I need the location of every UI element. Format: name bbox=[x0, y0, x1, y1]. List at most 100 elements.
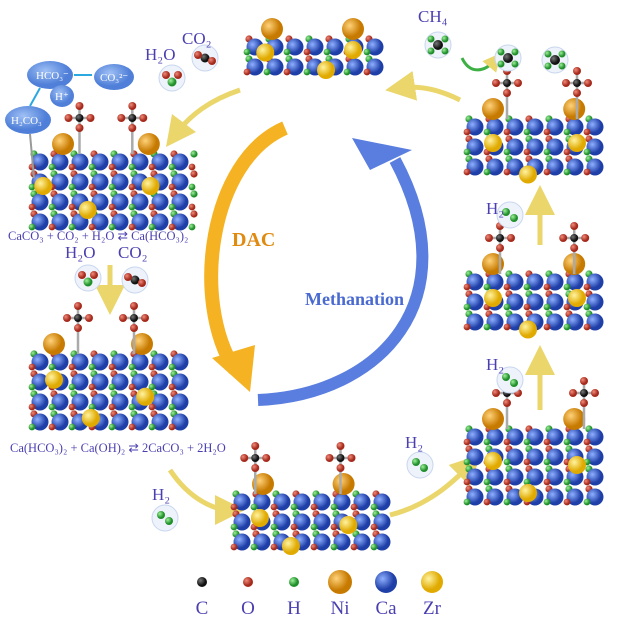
catalyst-slab-methanation-1 bbox=[463, 377, 604, 506]
surface-atom bbox=[28, 423, 36, 431]
calcium-atom bbox=[526, 448, 544, 466]
surface-atom bbox=[583, 168, 591, 176]
nickel-atom bbox=[137, 133, 160, 155]
calcium-atom bbox=[366, 58, 384, 76]
oxygen-atom bbox=[208, 57, 216, 65]
surface-atom bbox=[310, 523, 318, 531]
nickel-atom bbox=[252, 473, 274, 495]
oxygen-atom bbox=[581, 234, 590, 242]
calcium-atom bbox=[486, 158, 504, 176]
nickel-atom bbox=[342, 18, 364, 40]
calcium-atom bbox=[566, 313, 584, 331]
surface-atom bbox=[128, 183, 136, 191]
surface-atom bbox=[463, 323, 471, 331]
surface-atom bbox=[48, 423, 56, 431]
calcium-atom bbox=[546, 158, 564, 176]
surface-atom bbox=[148, 223, 156, 231]
surface-atom bbox=[350, 503, 358, 511]
calcium-atom bbox=[71, 393, 89, 411]
surface-atom bbox=[463, 168, 471, 176]
surface-atom bbox=[88, 183, 96, 191]
calcium-atom bbox=[333, 493, 351, 511]
calcium-atom bbox=[131, 373, 149, 391]
surface-atom bbox=[168, 383, 176, 391]
ch4-label: CH₄ bbox=[418, 7, 448, 26]
surface-atom bbox=[88, 223, 96, 231]
nickel-atom bbox=[131, 333, 153, 355]
carbon-atom bbox=[570, 234, 579, 242]
calcium-atom bbox=[286, 38, 304, 56]
dac-label: DAC bbox=[232, 229, 275, 251]
calcium-atom bbox=[466, 448, 484, 466]
surface-atom bbox=[108, 223, 116, 231]
legend-label: C bbox=[196, 598, 209, 619]
oxygen-atom bbox=[580, 399, 588, 407]
zirconium-atom bbox=[78, 201, 97, 219]
hydrogen-atom bbox=[412, 458, 420, 466]
surface-atom bbox=[88, 163, 96, 171]
bubble bbox=[496, 366, 524, 394]
bubble-co3: CO₃²⁻ bbox=[94, 64, 134, 90]
calcium-atom bbox=[71, 373, 89, 391]
calcium-atom bbox=[31, 373, 49, 391]
surface-atom bbox=[543, 458, 551, 466]
nickel-atom bbox=[563, 98, 586, 120]
zirconium-atom bbox=[256, 43, 275, 62]
oxygen-atom bbox=[117, 114, 126, 122]
legend-item-ni: Ni bbox=[328, 570, 352, 619]
oxygen-atom bbox=[492, 79, 500, 87]
calcium-atom bbox=[233, 493, 251, 511]
calcium-atom bbox=[566, 488, 584, 506]
surface-atom bbox=[503, 283, 511, 291]
legend-swatch-o bbox=[243, 577, 253, 587]
ch4-molecule-bubble bbox=[541, 46, 569, 74]
equation-bicarbonate-formation: CaCO₃ + CO₂ + H₂O ⇄ Ca(HCO₃)₂ bbox=[8, 229, 188, 243]
zirconium-atom bbox=[281, 537, 300, 555]
calcium-atom bbox=[546, 118, 564, 136]
calcium-atom bbox=[91, 153, 109, 171]
calcium-atom bbox=[51, 393, 69, 411]
surface-atom bbox=[190, 150, 198, 158]
oxygen-atom bbox=[83, 277, 93, 287]
zirconium-atom bbox=[484, 452, 502, 470]
svg-text:H⁺: H⁺ bbox=[55, 91, 69, 103]
oxygen-atom bbox=[262, 454, 271, 462]
bubble bbox=[406, 451, 434, 479]
surface-atom bbox=[270, 523, 278, 531]
calcium-atom bbox=[313, 533, 331, 551]
surface-atom bbox=[563, 128, 571, 136]
calcium-atom bbox=[506, 448, 524, 466]
surface-atom bbox=[563, 303, 571, 311]
oxygen-atom bbox=[347, 454, 356, 462]
legend-item-ca: Ca bbox=[375, 571, 397, 619]
surface-atom bbox=[290, 503, 298, 511]
surface-atom bbox=[503, 458, 511, 466]
surface-atom bbox=[310, 543, 318, 551]
surface-atom bbox=[188, 183, 196, 191]
calcium-atom bbox=[586, 488, 604, 506]
calcium-atom bbox=[506, 468, 524, 486]
hydrogen-atom bbox=[420, 464, 428, 472]
surface-atom bbox=[168, 423, 176, 431]
dac-arrowhead bbox=[212, 345, 255, 392]
oxygen-atom bbox=[573, 89, 581, 97]
surface-atom bbox=[108, 203, 116, 211]
surface-atom bbox=[363, 48, 371, 56]
surface-atom bbox=[188, 203, 196, 211]
surface-atom bbox=[283, 68, 291, 76]
surface-atom bbox=[48, 223, 56, 231]
surface-atom bbox=[463, 128, 471, 136]
surface-atom bbox=[523, 478, 531, 486]
calcium-atom bbox=[51, 413, 69, 431]
co2-label-top: CO₂ bbox=[182, 29, 212, 48]
calcium-atom bbox=[111, 393, 129, 411]
surface-atom bbox=[363, 68, 371, 76]
surface-atom bbox=[148, 403, 156, 411]
oxygen-atom bbox=[141, 314, 149, 322]
calcium-atom bbox=[71, 173, 89, 191]
zirconium-atom bbox=[141, 177, 160, 195]
calcium-atom bbox=[171, 213, 189, 231]
calcium-atom bbox=[171, 153, 189, 171]
calcium-atom bbox=[486, 488, 504, 506]
calcium-atom bbox=[526, 273, 544, 291]
